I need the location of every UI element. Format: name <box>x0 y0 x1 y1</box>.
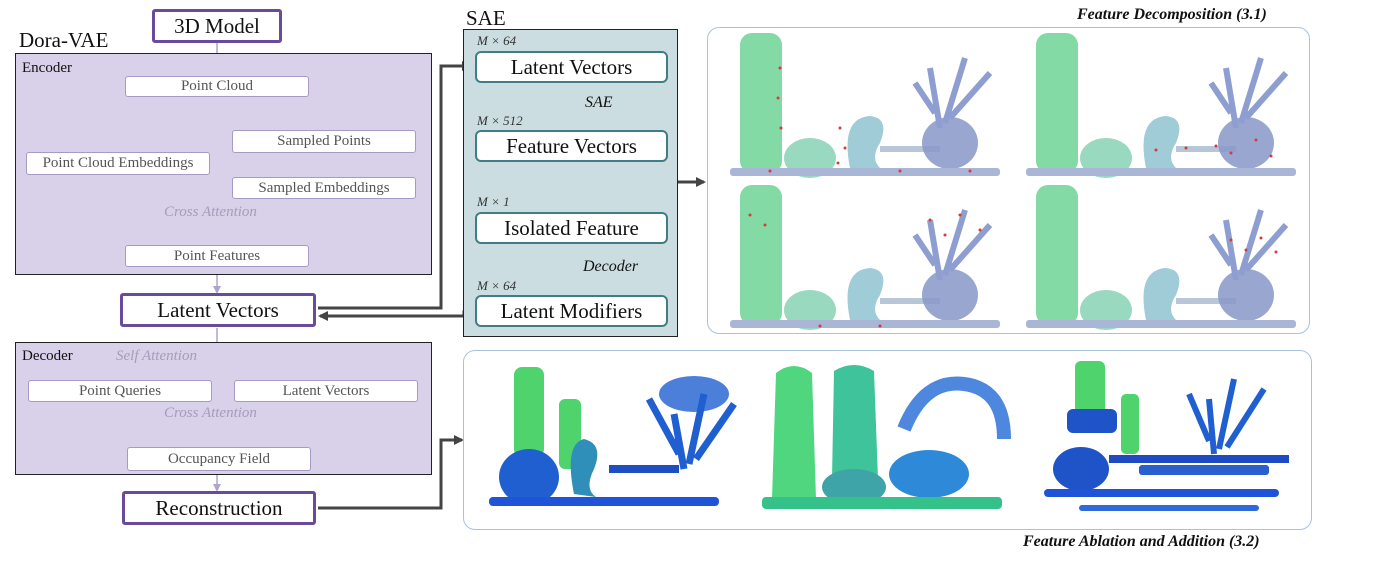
ablation-render-3 <box>1044 361 1289 511</box>
decomposition-render-2 <box>1026 33 1296 178</box>
feature-decomposition-title: Feature Decomposition (3.1) <box>1077 6 1267 23</box>
latent-vectors-box: Latent Vectors <box>120 293 316 327</box>
encoder-cross-attention-label: Cross Attention <box>164 204 257 220</box>
sampled-embeddings-box: Sampled Embeddings <box>232 177 416 199</box>
decomposition-render-3 <box>730 185 1000 330</box>
decomposition-render-4 <box>1026 185 1296 330</box>
sae-arrow-label: SAE <box>585 94 613 111</box>
sae-dim-feature: M × 512 <box>477 113 523 128</box>
sae-dim-modifiers: M × 64 <box>477 278 517 293</box>
feature-decomposition-panel <box>707 27 1310 334</box>
vae-title: Dora-VAE <box>19 28 109 52</box>
decomposition-render-1 <box>730 33 1000 178</box>
decoder-label: Decoder <box>22 348 73 364</box>
ablation-render-1 <box>489 367 737 506</box>
sae-latent-modifiers-box: Latent Modifiers <box>475 295 668 327</box>
feature-ablation-panel <box>463 350 1312 530</box>
self-attention-label: Self Attention <box>116 348 197 364</box>
sae-title: SAE <box>466 6 506 30</box>
encoder-label: Encoder <box>22 60 72 76</box>
point-features-box: Point Features <box>125 245 309 267</box>
sampled-points-box: Sampled Points <box>232 130 416 153</box>
sae-dim-isolated: M × 1 <box>477 194 510 209</box>
decoder-arrow-label: Decoder <box>583 258 639 275</box>
point-cloud-embeddings-box: Point Cloud Embeddings <box>26 152 210 175</box>
decoder-cross-attention-label: Cross Attention <box>164 405 257 421</box>
sae-feature-vectors-box: Feature Vectors <box>475 130 668 162</box>
feature-ablation-title: Feature Ablation and Addition (3.2) <box>1023 533 1260 550</box>
decoder-latent-vectors-box: Latent Vectors <box>234 380 418 402</box>
sae-isolated-feature-box: Isolated Feature <box>475 212 668 244</box>
occupancy-field-box: Occupancy Field <box>127 447 311 471</box>
sae-dim-latent: M × 64 <box>477 33 517 48</box>
ablation-render-2 <box>762 365 1011 509</box>
point-cloud-box: Point Cloud <box>125 76 309 97</box>
sae-latent-vectors-box: Latent Vectors <box>475 51 668 83</box>
point-queries-box: Point Queries <box>28 380 212 402</box>
reconstruction-box: Reconstruction <box>122 491 316 525</box>
3d-model-box: 3D Model <box>152 9 282 43</box>
